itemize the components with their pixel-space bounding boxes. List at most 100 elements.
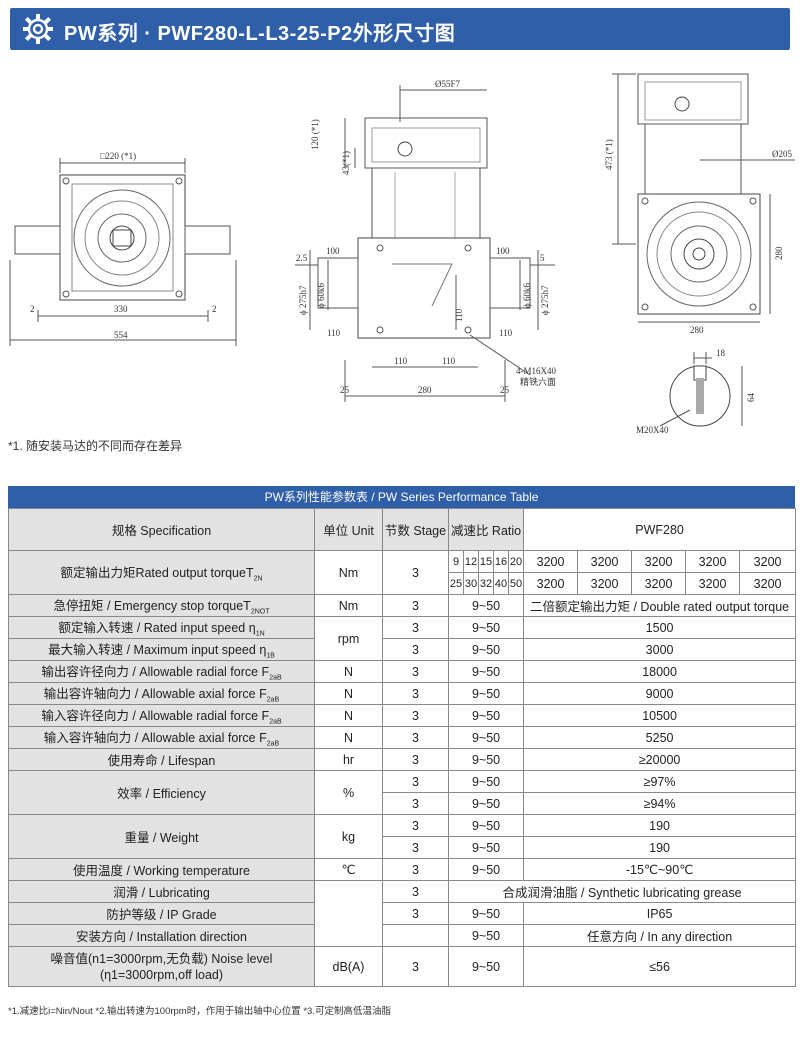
row-estop-label: 急停扭矩 / Emergency stop torqueT2NOT bbox=[8, 594, 315, 617]
input-axial-stage: 3 bbox=[382, 726, 449, 749]
left-edge-dim: 2 bbox=[30, 304, 35, 314]
efficiency-stage: 3 bbox=[382, 792, 449, 815]
lifespan-ratio: 9~50 bbox=[447, 748, 525, 771]
estop-value: 二倍额定输出力矩 / Double rated output torque bbox=[523, 594, 797, 617]
ip-grade-value: IP65 bbox=[523, 902, 797, 925]
ratio-cell: 40 bbox=[493, 572, 509, 595]
inner-v-dim: 110 bbox=[454, 308, 464, 322]
gear-icon bbox=[23, 14, 53, 44]
efficiency-value: ≥97% bbox=[523, 770, 797, 793]
left-overall-dim: 554 bbox=[114, 330, 128, 340]
header-unit: 单位 Unit bbox=[314, 508, 383, 551]
ratio-cell: 15 bbox=[478, 550, 494, 573]
ratio-cell: 25 bbox=[448, 572, 464, 595]
weight-stage: 3 bbox=[382, 836, 449, 859]
ratio-cell: 16 bbox=[493, 550, 509, 573]
page-title: PW系列 · PWF280-L-L3-25-P2外形尺寸图 bbox=[64, 23, 456, 45]
torque-value: 3200 bbox=[739, 572, 797, 595]
max-input-value: 3000 bbox=[523, 638, 797, 661]
right-dia-dim: Ø205 bbox=[772, 149, 792, 159]
row-noise-label: 噪音值(n1=3000rpm,无负载) Noise level(η1=3000r… bbox=[8, 946, 315, 987]
input-radial-value: 10500 bbox=[523, 704, 797, 727]
output-radial-ratio: 9~50 bbox=[447, 660, 525, 683]
table-footnote: *1.减速比i=Nin/Nout *2.输出转速为100rpm时，作用于输出轴中… bbox=[8, 1006, 391, 1017]
row-max-input-label: 最大输入转速 / Maximum input speed η1B bbox=[8, 638, 315, 661]
performance-table: 规格 Specification 单位 Unit 节数 Stage 减速比 Ra… bbox=[8, 508, 797, 987]
right-height-dim: 473 (*1) bbox=[604, 139, 614, 170]
page-header: PW系列 · PWF280-L-L3-25-P2外形尺寸图 bbox=[10, 8, 790, 50]
hole-note-2: 精铣六面 bbox=[520, 376, 556, 387]
ip-grade-stage: 3 bbox=[382, 902, 449, 925]
shaft-dia-left-dim: ϕ 60k6 bbox=[316, 283, 326, 308]
ratio-cell: 12 bbox=[463, 550, 479, 573]
efficiency-stage: 3 bbox=[382, 770, 449, 793]
rated-input-ratio: 9~50 bbox=[447, 616, 525, 639]
torque-value: 3200 bbox=[685, 572, 741, 595]
ratio-cell: 32 bbox=[478, 572, 494, 595]
right-bottom-dim: 280 bbox=[690, 325, 704, 335]
row-weight-label: 重量 / Weight bbox=[8, 814, 315, 859]
header-stage: 节数 Stage bbox=[382, 508, 449, 551]
row-lubricating-label: 润滑 / Lubricating bbox=[8, 880, 315, 903]
row-temperature-label: 使用温度 / Working temperature bbox=[8, 858, 315, 881]
direction-ratio: 9~50 bbox=[447, 924, 525, 947]
drawing-note: *1. 随安装马达的不同而存在差异 bbox=[8, 439, 183, 453]
input-radial-stage: 3 bbox=[382, 704, 449, 727]
lifespan-unit: hr bbox=[314, 748, 383, 771]
efficiency-value: ≥94% bbox=[523, 792, 797, 815]
header-ratio: 减速比 Ratio bbox=[447, 508, 525, 551]
row-output-radial-label: 输出容许径向力 / Allowable radial force F2aB bbox=[8, 660, 315, 683]
shaft-len-left-dim: 100 bbox=[326, 246, 340, 256]
output-radial-unit: N bbox=[314, 660, 383, 683]
weight-value: 190 bbox=[523, 836, 797, 859]
output-axial-stage: 3 bbox=[382, 682, 449, 705]
key-right-dim: 110 bbox=[499, 328, 513, 338]
header-model: PWF280 bbox=[523, 508, 797, 551]
input-radial-ratio: 9~50 bbox=[447, 704, 525, 727]
rated-input-stage: 3 bbox=[382, 616, 449, 639]
thread-dim: M20X40 bbox=[636, 425, 669, 435]
speed-unit: rpm bbox=[314, 616, 383, 661]
temperature-unit: ℃ bbox=[314, 858, 383, 881]
input-axial-ratio: 9~50 bbox=[447, 726, 525, 749]
ratio-cell: 20 bbox=[507, 550, 525, 573]
input-axial-value: 5250 bbox=[523, 726, 797, 749]
torque-value: 3200 bbox=[631, 572, 687, 595]
hole-note: 4-M16X40 bbox=[516, 366, 556, 376]
temperature-ratio: 9~50 bbox=[447, 858, 525, 881]
row-input-radial-label: 输入容许径向力 / Allowable radial force F2aB bbox=[8, 704, 315, 727]
torque-value: 3200 bbox=[577, 572, 633, 595]
edge-left-dim: 25 bbox=[340, 385, 350, 395]
lubricating-value: 合成润滑油脂 / Synthetic lubricating grease bbox=[447, 880, 797, 903]
row-rated-torque-label: 额定输出力矩Rated output torqueT2N bbox=[8, 550, 315, 595]
temperature-stage: 3 bbox=[382, 858, 449, 881]
edge-right-dim: 25 bbox=[500, 385, 510, 395]
noise-ratio: 9~50 bbox=[447, 946, 525, 987]
top-view-drawing bbox=[612, 73, 795, 323]
weight-stage: 3 bbox=[382, 814, 449, 837]
row-rated-input-label: 额定输入转速 / Rated input speed η1N bbox=[8, 616, 315, 639]
output-axial-unit: N bbox=[314, 682, 383, 705]
noise-stage: 3 bbox=[382, 946, 449, 987]
weight-unit: kg bbox=[314, 814, 383, 859]
max-input-stage: 3 bbox=[382, 638, 449, 661]
lifespan-value: ≥20000 bbox=[523, 748, 797, 771]
output-axial-ratio: 9~50 bbox=[447, 682, 525, 705]
max-input-ratio: 9~50 bbox=[447, 638, 525, 661]
blank-stage-cell bbox=[382, 924, 449, 947]
noise-value: ≤56 bbox=[523, 946, 797, 987]
weight-ratio: 9~50 bbox=[447, 836, 525, 859]
offset-dim: 43(*1) bbox=[341, 151, 351, 175]
flange-right-dim: ϕ 275h7 bbox=[540, 285, 550, 315]
ratio-cell: 50 bbox=[507, 572, 525, 595]
ip-grade-ratio: 9~50 bbox=[447, 902, 525, 925]
torque-value: 3200 bbox=[739, 550, 797, 573]
rated-input-value: 1500 bbox=[523, 616, 797, 639]
shaft-len-right-dim: 100 bbox=[496, 246, 510, 256]
row-output-axial-label: 输出容许轴向力 / Allowable axial force F2aB bbox=[8, 682, 315, 705]
noise-unit: dB(A) bbox=[314, 946, 383, 987]
shaft-edge-left-dim: 2.5 bbox=[296, 253, 308, 263]
estop-ratio: 9~50 bbox=[447, 594, 525, 617]
weight-ratio: 9~50 bbox=[447, 814, 525, 837]
side-view-drawing bbox=[295, 85, 555, 402]
